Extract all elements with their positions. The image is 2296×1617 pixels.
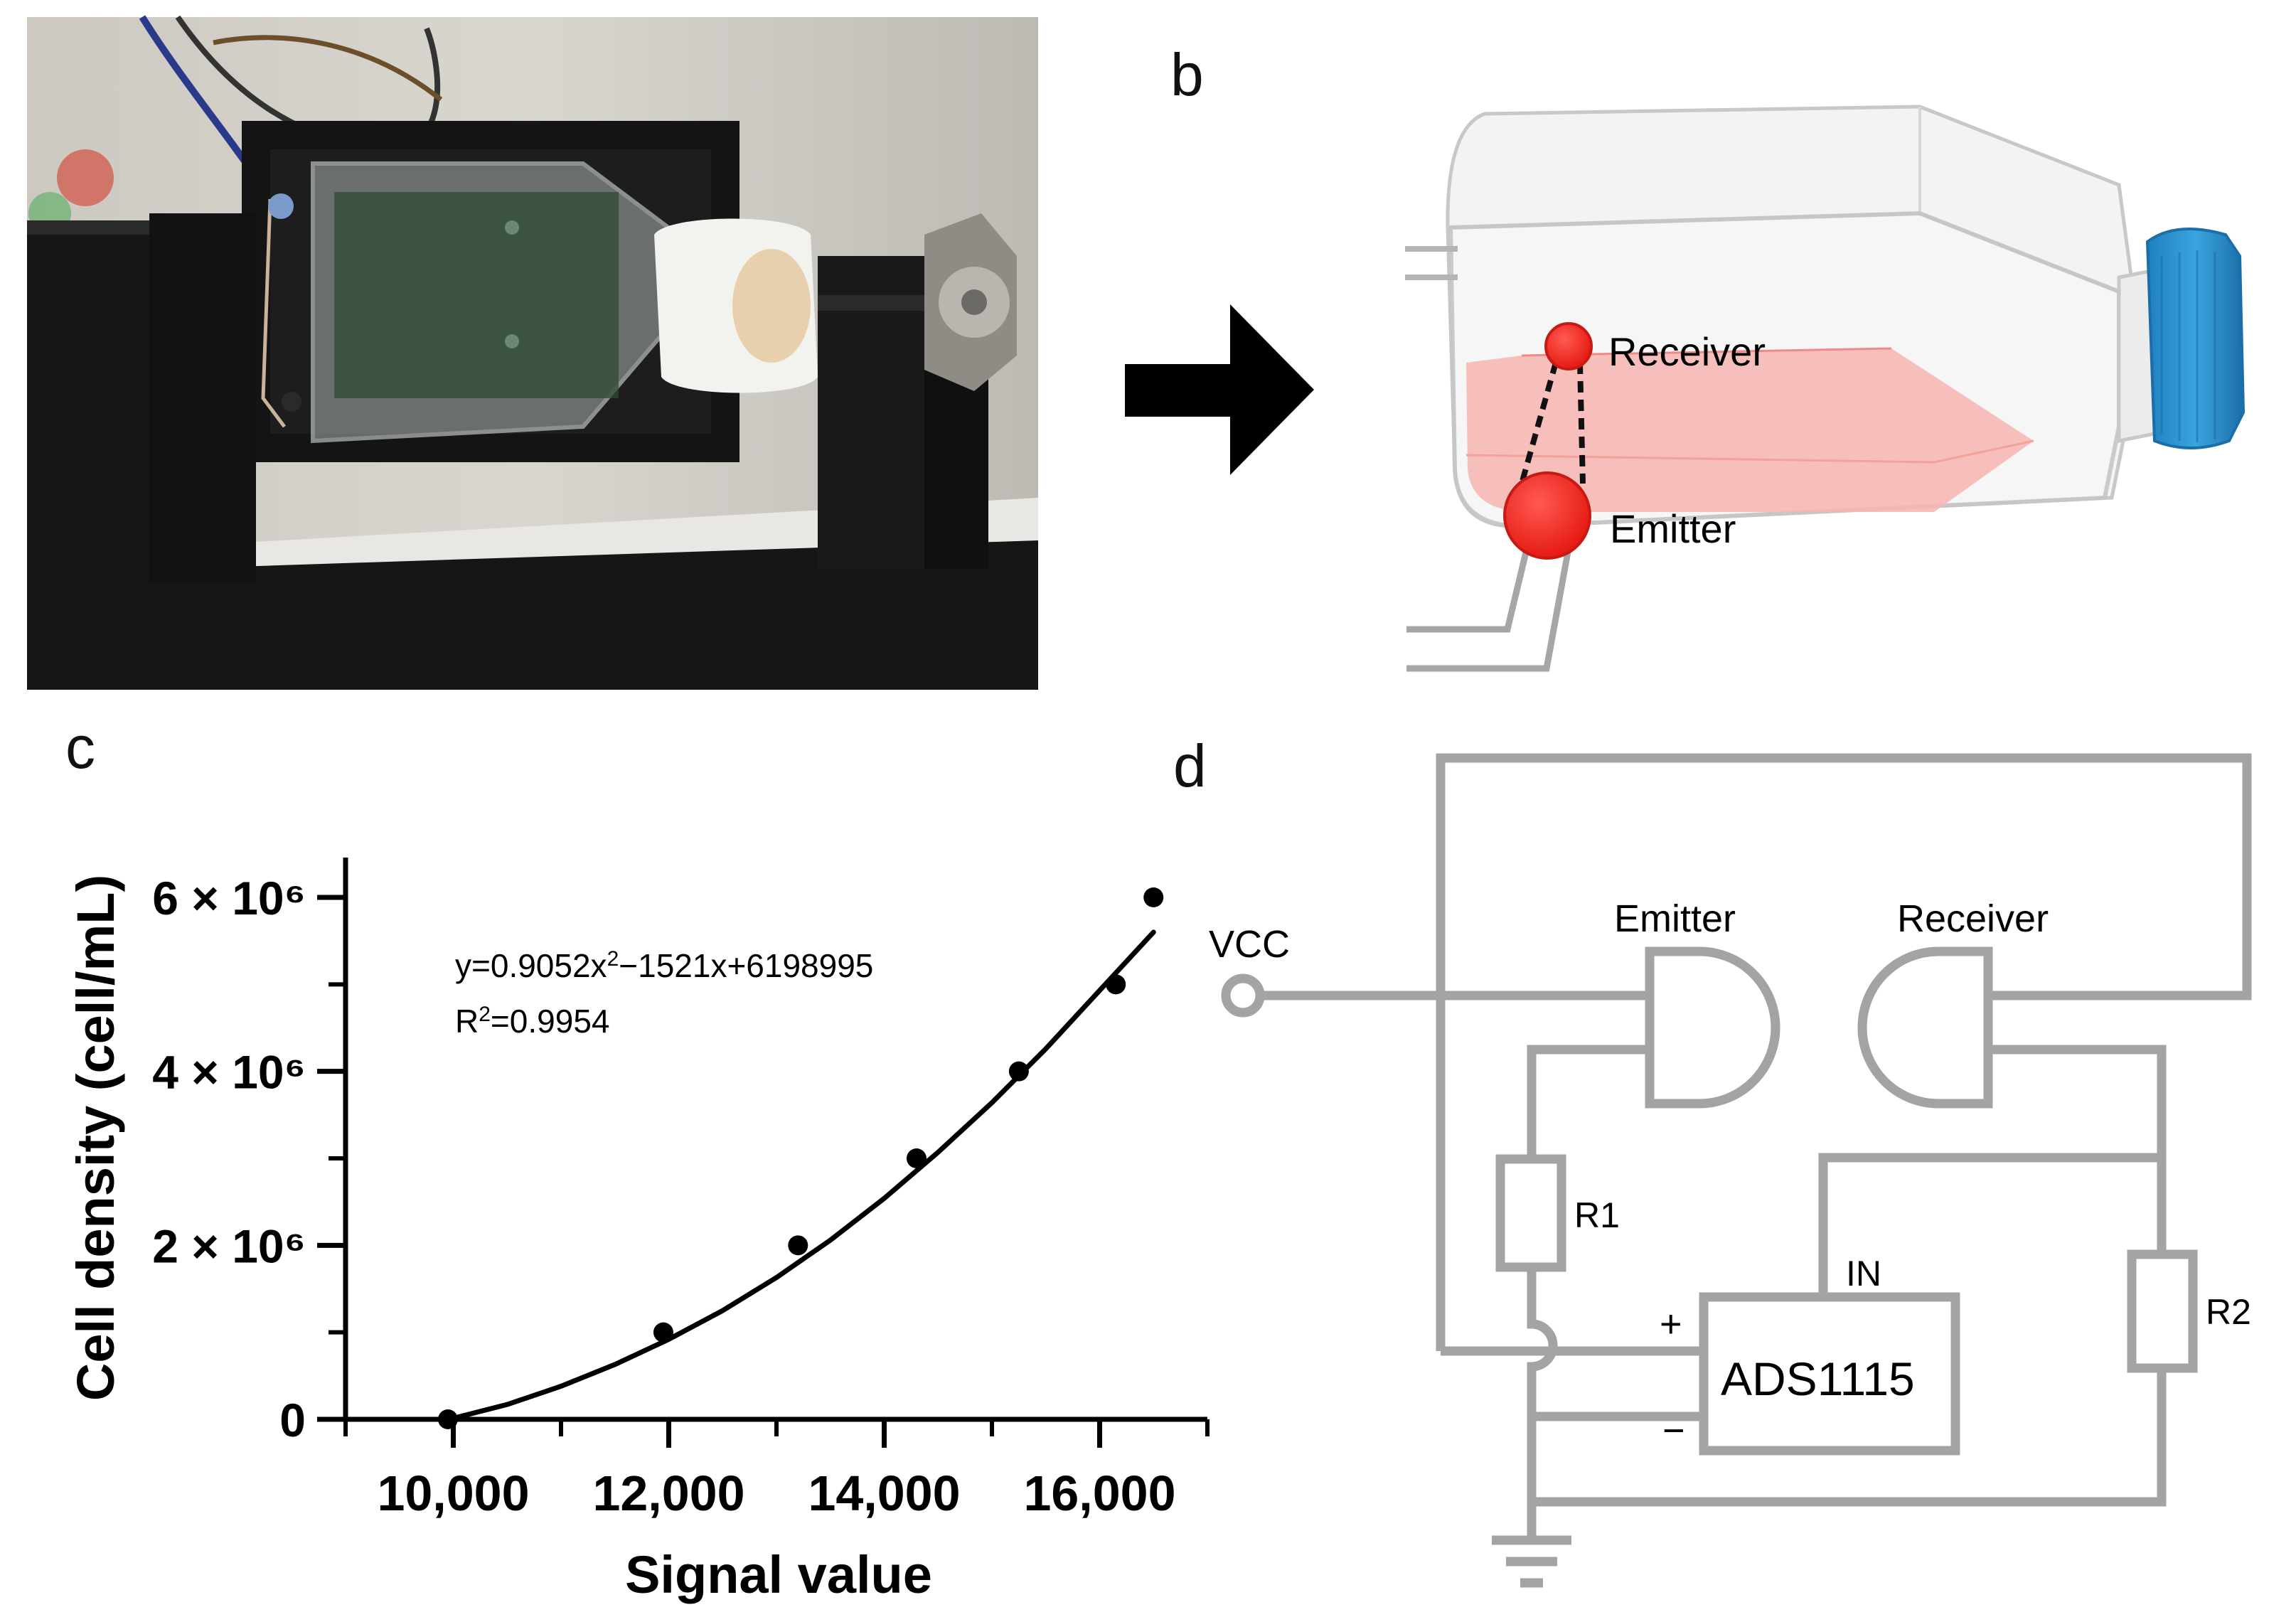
r1-resistor: [1495, 1154, 1566, 1272]
x-tick-label: 14,000: [808, 1466, 960, 1521]
r2-label: R2: [2206, 1292, 2251, 1332]
ground-icon: [1492, 1535, 1571, 1588]
y-tick-label: 6 × 10⁶: [152, 872, 306, 924]
x-tick-label: 16,000: [1023, 1466, 1175, 1521]
arrow-icon: [1125, 304, 1314, 475]
panel-c: c 10,000 12,000 14,000 16,000 0 2 × 10⁶ 4 × 10…: [65, 714, 1210, 1604]
data-point: [1106, 974, 1126, 995]
flask-schematic: [1405, 105, 2246, 672]
panel-letter-b: b: [1170, 41, 1204, 108]
y-tick-label: 0: [279, 1394, 306, 1446]
vcc-terminal: [1221, 973, 1265, 1018]
chart-points: [437, 887, 1164, 1429]
fit-curve: [451, 929, 1156, 1421]
x-tick-label: 12,000: [592, 1466, 744, 1521]
chart-axes: [343, 858, 1207, 1422]
in-label: IN: [1846, 1254, 1881, 1293]
data-point: [653, 1322, 673, 1343]
panel-letter-d: d: [1173, 732, 1207, 799]
vcc-label: VCC: [1209, 923, 1290, 966]
fit-equation: y=0.9052x2−1521x+6198995: [455, 947, 873, 985]
emitter-symbol: [1645, 946, 1780, 1109]
fixture-photo: [27, 15, 1038, 690]
receiver-symbol: [1857, 946, 1993, 1109]
x-axis-label: Signal value: [625, 1545, 932, 1604]
chart-tick-labels: 10,000 12,000 14,000 16,000 0 2 × 10⁶ 4 × 10⁶ 6…: [152, 872, 1175, 1521]
data-point: [906, 1148, 927, 1168]
panel-b: b: [1125, 41, 2246, 672]
y-tick-label: 4 × 10⁶: [152, 1046, 306, 1099]
ads1115-chip: [1699, 1292, 1960, 1456]
data-point: [437, 1409, 458, 1429]
emitter-led: [1503, 471, 1591, 560]
panel-d: d: [1173, 732, 2252, 1588]
r1-label: R1: [1574, 1195, 1620, 1235]
emitter-label: Emitter: [1610, 506, 1736, 551]
panel-a: a: [27, 15, 1038, 690]
data-point: [1008, 1061, 1029, 1082]
receiver-led: [1544, 322, 1593, 370]
r-squared-label: R2=0.9954: [455, 1003, 609, 1040]
y-axis-label: Cell density (cell/mL): [66, 875, 125, 1401]
receiver-label: Receiver: [1608, 329, 1766, 374]
minus-label: −: [1662, 1409, 1685, 1452]
r2-resistor: [2127, 1249, 2198, 1373]
circuit-receiver-label: Receiver: [1897, 897, 2049, 940]
data-point: [1143, 887, 1164, 907]
chip-label: ADS1115: [1721, 1352, 1915, 1405]
circuit-diagram: [1221, 753, 2252, 1588]
panel-letter-c: c: [65, 714, 95, 781]
x-tick-label: 10,000: [377, 1466, 529, 1521]
plus-label: +: [1660, 1303, 1682, 1345]
chart-ticks: [317, 895, 1210, 1448]
data-point: [788, 1235, 808, 1256]
y-tick-label: 2 × 10⁶: [152, 1220, 306, 1272]
circuit-emitter-label: Emitter: [1614, 897, 1736, 940]
